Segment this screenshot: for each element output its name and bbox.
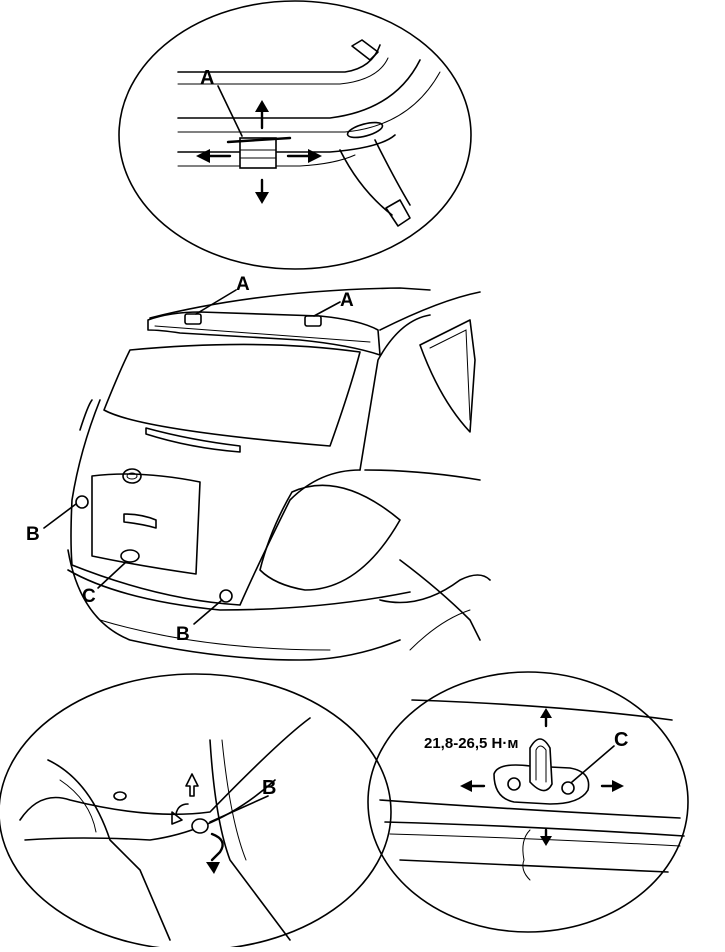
license-plate-recess	[91, 473, 201, 575]
car-rear-view: A A B B C	[26, 274, 491, 661]
label-a-top-detail: A	[200, 67, 214, 89]
detail-circle-top	[118, 0, 472, 270]
arrow-right-icon	[600, 780, 624, 792]
detail-circle-bottom-right	[367, 671, 689, 933]
hinge-a-right	[304, 315, 322, 327]
striker-loop	[529, 738, 553, 792]
label-a-right: A	[340, 290, 354, 311]
hinge-a-left	[184, 313, 202, 325]
label-c-body: C	[82, 586, 96, 607]
striker-c	[120, 549, 140, 563]
quarter-window	[419, 319, 476, 433]
label-b-bottom: B	[176, 624, 190, 645]
spoiler	[147, 311, 381, 356]
striker-detail-view: C 21,8-26,5 Н·м	[367, 671, 689, 933]
hinge-block	[239, 137, 277, 169]
emblem	[122, 468, 142, 484]
arrow-up-icon	[255, 100, 269, 130]
hinge-detail-view: A	[118, 0, 472, 270]
roof-edge-line	[177, 44, 381, 73]
arrow-up-icon	[540, 708, 552, 728]
rotate-down-icon	[210, 832, 224, 862]
arrow-right-icon	[286, 149, 322, 163]
arrow-down-icon	[255, 178, 269, 204]
roof-line	[149, 287, 431, 319]
bumper-pad-b-right	[219, 589, 233, 603]
torque-spec-label: 21,8-26,5 Н·м	[424, 735, 518, 752]
arrow-down-icon	[540, 828, 552, 846]
label-a-left: A	[236, 274, 250, 295]
bumper-pad-detail-view: B	[0, 673, 392, 951]
rotate-icon	[175, 803, 189, 815]
tailgate-outline	[70, 399, 361, 606]
label-c-detail: C	[614, 729, 628, 751]
arrow-left-icon	[460, 780, 486, 792]
label-b-left: B	[26, 524, 40, 545]
label-b-detail: B	[262, 777, 276, 799]
rear-window	[103, 343, 361, 447]
tail-light	[259, 484, 401, 591]
bumper-pad-b-detail	[191, 818, 209, 834]
bumper-pad-b-left	[75, 495, 89, 509]
detail-circle-bottom-left	[0, 673, 392, 951]
arrow-up-outline-icon	[185, 773, 199, 797]
arrow-left-icon	[196, 149, 232, 163]
